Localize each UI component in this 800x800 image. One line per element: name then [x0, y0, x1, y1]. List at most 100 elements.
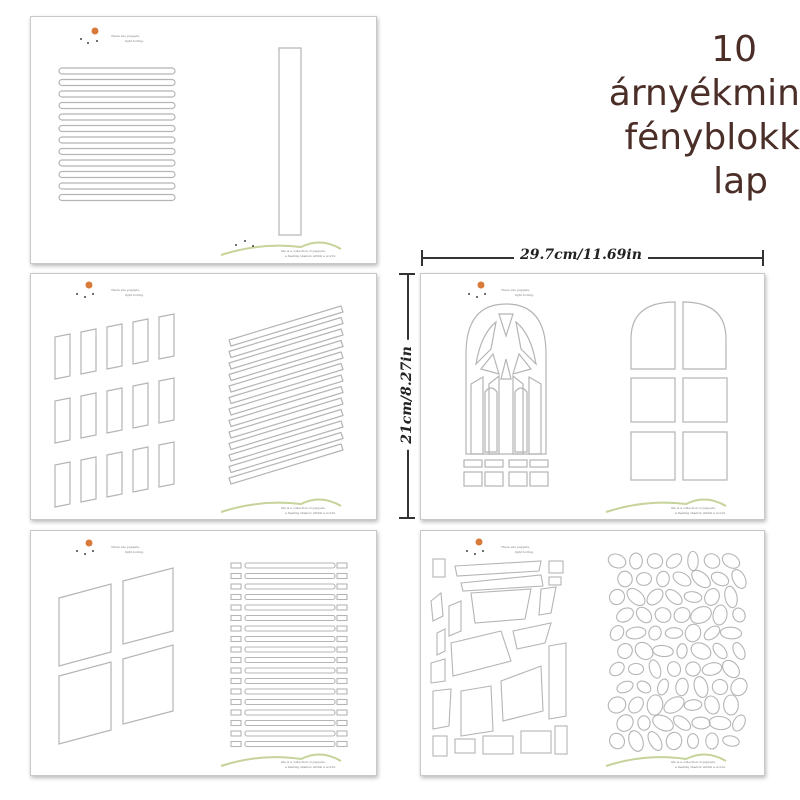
sun-birds-logo	[468, 281, 486, 298]
ladder-end-cutout	[336, 646, 348, 653]
ladder-end-cutout	[336, 562, 348, 569]
diagonal-stripe-cutout	[228, 443, 344, 485]
blob-cutout	[617, 642, 633, 660]
pane-cutouts	[58, 539, 348, 767]
ladder-rung-cutout	[244, 656, 336, 664]
ladder-rung-cutout	[244, 719, 336, 727]
blob-cutout	[656, 678, 670, 696]
blob-cutout	[705, 732, 719, 750]
blob-cutout	[665, 589, 683, 605]
ladder-end-cutout	[230, 709, 242, 716]
stencil-sheet-gothic: There are puppets, light boring. life is…	[420, 273, 765, 520]
ladder-end-cutout	[230, 667, 242, 674]
ladder-rung-cutout	[244, 646, 336, 653]
small-window-cutout	[54, 461, 71, 508]
small-window-cutout	[158, 313, 175, 360]
blob-cutout	[684, 623, 702, 643]
diagonal-stripe-cutout	[228, 316, 344, 359]
stripe-cutout	[58, 182, 176, 190]
sheet-caption-top-1: There are puppets,	[111, 545, 140, 549]
blob-cutout	[636, 680, 652, 694]
small-window-cutout	[106, 323, 123, 370]
blob-cutout	[683, 699, 703, 711]
blob-cutout	[710, 571, 730, 587]
ladder-end-cutout	[230, 604, 242, 611]
diagonal-stripe-cutout	[228, 420, 344, 462]
blob-cutout	[683, 591, 703, 603]
blob-cutout	[712, 604, 728, 626]
small-window-cutout	[106, 387, 123, 434]
blob-cutout	[712, 642, 728, 660]
stencil-sheet-panes: There are puppets, light boring. life is…	[30, 530, 377, 776]
blob-cutout	[672, 715, 692, 731]
blob-cutout	[629, 552, 643, 570]
blob-cutout	[704, 695, 720, 715]
blob-cutout	[701, 662, 723, 676]
blob-cutout	[656, 570, 670, 588]
height-dimension-tick-top	[399, 273, 415, 275]
blob-cutout	[731, 569, 747, 589]
small-window-cutout	[80, 456, 97, 503]
diagonal-stripe-cutout	[228, 397, 344, 439]
height-dimension-tick-bottom	[399, 517, 415, 519]
blob-cutout	[646, 694, 664, 716]
blob-cutout	[608, 732, 626, 750]
small-window-cutout	[54, 397, 71, 444]
blob-cutout	[723, 694, 739, 716]
fragment-cutouts	[430, 538, 748, 767]
ladder-rung-cutout	[244, 635, 336, 643]
blob-cutout	[666, 661, 682, 677]
ladder-rung-cutout	[244, 688, 336, 695]
stripe-cutout	[58, 159, 176, 167]
blob-cutout	[732, 642, 746, 660]
sheet-caption-bottom-2: a fleeting shadow within a world.	[675, 511, 726, 515]
ladder-end-cutout	[336, 604, 348, 611]
blob-cutout	[628, 696, 644, 714]
blob-cutout	[616, 607, 634, 623]
sheet-caption-bottom-2: a fleeting shadow within a world.	[285, 254, 336, 258]
blob-cutout	[721, 553, 741, 569]
blob-cutout	[609, 625, 625, 641]
ladder-end-cutout	[230, 688, 242, 695]
blob-cutout	[719, 626, 743, 640]
blob-cutout	[609, 661, 625, 677]
ladder-rung-cutout	[244, 604, 336, 611]
small-window-cutouts	[54, 313, 175, 508]
sheet-caption-bottom-2: a fleeting shadow within a world.	[675, 765, 726, 769]
small-window-cutout	[132, 382, 149, 429]
blob-cutout	[664, 627, 684, 639]
blob-pattern-cutout	[607, 550, 748, 752]
small-window-cutout	[132, 446, 149, 493]
blob-cutout	[616, 714, 634, 732]
diagonal-stripe-cutouts	[228, 305, 344, 485]
blob-cutout	[635, 572, 653, 586]
ladder-end-cutout	[336, 698, 348, 706]
sheet-caption-top-2: light boring.	[125, 293, 144, 297]
sheet-caption-bottom-1: life is a collection of puppets,	[281, 249, 326, 253]
diagonal-stripe-cutout	[228, 328, 344, 370]
blob-cutout	[648, 659, 662, 679]
blob-cutout	[648, 625, 662, 641]
sheet-caption-bottom-1: life is a collection of puppets,	[281, 760, 326, 764]
title-line-3: fényblokk	[624, 117, 800, 158]
ladder-end-cutout	[230, 656, 242, 664]
ladder-end-cutout	[230, 635, 242, 643]
ladder-rung-cutout	[244, 614, 336, 622]
blob-cutout	[646, 553, 664, 569]
title-line-count: 10	[711, 29, 757, 70]
blob-cutout	[616, 680, 634, 694]
ladder-rung-cutout	[244, 593, 336, 601]
ladder-rung-cutout	[244, 583, 336, 590]
stripe-cutout	[58, 147, 176, 156]
blob-cutout	[711, 678, 729, 696]
ladder-end-cutout	[336, 614, 348, 622]
hill-decoration	[220, 241, 342, 256]
ladder-cutouts	[230, 562, 348, 748]
blob-cutout	[675, 677, 689, 697]
blob-cutout	[617, 570, 633, 588]
diagonal-stripe-cutout	[228, 408, 344, 451]
ladder-end-cutout	[230, 593, 242, 601]
blob-cutout	[703, 625, 721, 641]
ladder-rung-cutout	[244, 698, 336, 706]
ladder-end-cutout	[230, 614, 242, 622]
